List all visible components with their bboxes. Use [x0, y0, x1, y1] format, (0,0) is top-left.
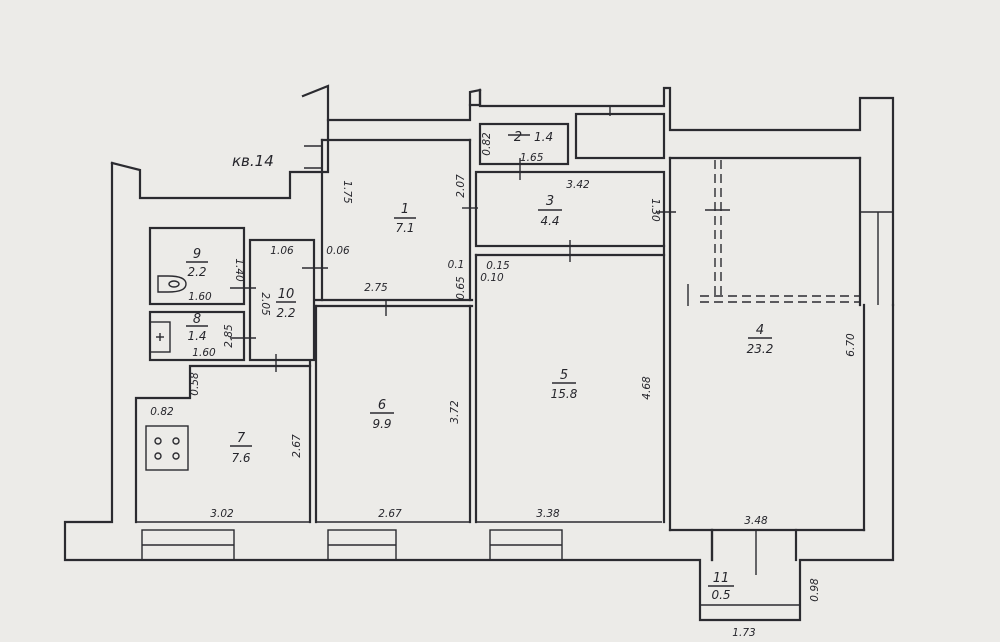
dim-room7-notch-width: 0.82: [150, 406, 174, 418]
dim-gap: 0.06: [326, 245, 350, 257]
dim-room4-width: 3.48: [744, 515, 768, 527]
room-9-number: 9: [193, 247, 201, 262]
dashed-partitions: [700, 160, 860, 303]
door-marks: [230, 106, 730, 372]
dim-room7-width: 3.02: [210, 508, 234, 520]
room-11-number: 11: [713, 571, 730, 586]
room-7-number: 7: [237, 431, 246, 446]
windows: [141, 529, 800, 606]
dim-room7-height: 2.67: [291, 434, 303, 458]
room-labels: 1 7.1 2 1.4 3 4.4 4 23.2 5 15.8 6 9.9 7 …: [187, 130, 773, 602]
dim-room5-height: 4.68: [641, 376, 653, 400]
dim-room5-width: 3.38: [536, 508, 560, 520]
dim-small-015: 0.15: [486, 260, 510, 272]
room-9-area: 2.2: [187, 265, 206, 279]
dim-room3-height: 1.30: [649, 198, 661, 222]
room-1-area: 7.1: [395, 221, 414, 235]
dim-small-065: 0.65: [455, 276, 467, 300]
room-10-number: 10: [278, 287, 295, 302]
inner-walls: [134, 112, 866, 562]
room-3-number: 3: [546, 194, 554, 209]
room-8-number: 8: [193, 312, 201, 327]
room-8-area: 1.4: [187, 329, 206, 343]
room-2-number: 2: [514, 130, 522, 145]
room-4-number: 4: [756, 323, 764, 338]
dim-room2-height: 0.82: [481, 132, 493, 156]
room-7-area: 7.6: [231, 451, 250, 465]
sink-fixture: [149, 321, 171, 353]
dim-room9-width: 1.60: [188, 291, 212, 303]
dim-balcony-height: 0.98: [809, 578, 821, 602]
dim-room3-width: 3.42: [566, 179, 590, 191]
room-label-lines: [186, 134, 772, 587]
room-10-area: 2.2: [276, 306, 295, 320]
dim-room6-height: 3.72: [449, 400, 461, 424]
room-6-area: 9.9: [372, 417, 391, 431]
room-4-area: 23.2: [747, 342, 774, 356]
toilet-fixture: [157, 275, 187, 293]
room-1-number: 1: [401, 202, 409, 217]
dimension-labels: 1.75 2.07 0.82 1.65 3.42 1.30 1.06 0.06 …: [150, 132, 857, 639]
dim-room6-width: 2.67: [378, 508, 402, 520]
apartment-title: кв.14: [232, 152, 274, 170]
dim-small-010: 0.10: [480, 272, 504, 284]
stove-fixture: [145, 425, 189, 471]
dim-room1-height: 1.75: [341, 180, 353, 204]
dim-balcony-width: 1.73: [732, 627, 755, 639]
dim-room4-height: 6.70: [845, 333, 857, 357]
dim-room10-height: 2.05: [259, 292, 271, 316]
room-5-area: 15.8: [551, 387, 578, 401]
dim-room7-notch: 0.58: [189, 372, 201, 396]
dim-room1-width: 2.75: [364, 282, 388, 294]
dim-room8-height: 2.85: [223, 324, 235, 348]
room-3-area: 4.4: [540, 214, 559, 228]
room-5-number: 5: [560, 368, 568, 383]
room-6-number: 6: [378, 398, 386, 413]
dim-small-01: 0.1: [448, 259, 465, 271]
dim-room9-height: 1.40: [233, 258, 245, 282]
dim-room10-width: 1.06: [270, 245, 294, 257]
room-2-area: 1.4: [534, 130, 553, 144]
dim-room1-right: 2.07: [455, 174, 467, 198]
room-11-area: 0.5: [711, 588, 730, 602]
dim-room2-width: 1.65: [520, 152, 544, 164]
outer-walls: [63, 84, 895, 622]
dim-room8-width: 1.60: [192, 347, 216, 359]
